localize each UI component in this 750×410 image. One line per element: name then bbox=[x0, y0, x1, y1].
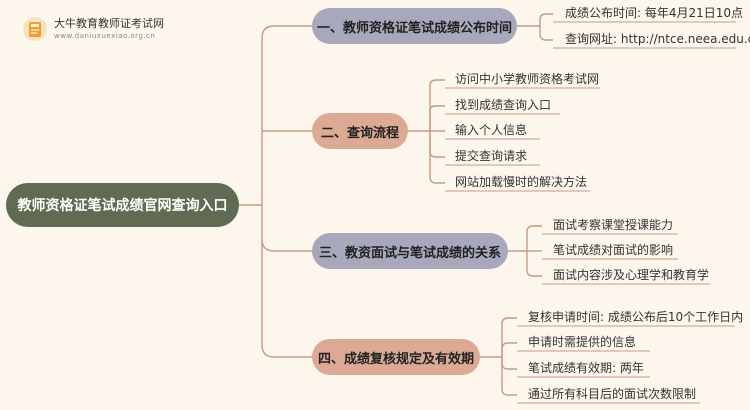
branch-node-4: 四、成绩复核规定及有效期 bbox=[312, 339, 480, 375]
leaf-node: 访问中小学教师资格考试网 bbox=[455, 72, 600, 86]
leaf-node: 笔试成绩有效期: 两年 bbox=[528, 361, 644, 375]
logo-url: www.daniuxuexiao.org.cn bbox=[54, 32, 156, 40]
logo-title: 大牛教育教师证考试网 bbox=[54, 17, 164, 30]
leaf-node: 输入个人信息 bbox=[455, 123, 528, 137]
leaf-node: 通过所有科目后的面试次数限制 bbox=[528, 387, 697, 401]
branch-node-1: 一、教师资格证笔试成绩公布时间 bbox=[312, 8, 517, 44]
leaf-node: 面试内容涉及心理学和教育学 bbox=[553, 268, 710, 282]
leaf-node: 网站加载慢时的解决方法 bbox=[455, 175, 588, 189]
leaf-node: 面试考察课堂授课能力 bbox=[553, 218, 674, 232]
leaf-node: 申请时需提供的信息 bbox=[528, 335, 637, 349]
leaf-node: 笔试成绩对面试的影响 bbox=[553, 243, 674, 257]
book-logo-icon bbox=[23, 17, 47, 41]
branch-node-2: 二、查询流程 bbox=[312, 113, 408, 149]
leaf-node: 复核申请时间: 成绩公布后10个工作日内 bbox=[528, 310, 744, 324]
branch-node-3: 三、教资面试与笔试成绩的关系 bbox=[312, 233, 508, 269]
leaf-node: 成绩公布时间: 每年4月21日10点 bbox=[565, 6, 744, 20]
leaf-node: 查询网址: http://ntce.neea.edu.cn bbox=[565, 32, 750, 46]
root-node: 教师资格证笔试成绩官网查询入口 bbox=[6, 183, 239, 227]
leaf-node: 找到成绩查询入口 bbox=[455, 98, 552, 112]
logo: 大牛教育教师证考试网 www.daniuxuexiao.org.cn bbox=[22, 16, 164, 42]
leaf-node: 提交查询请求 bbox=[455, 149, 528, 163]
